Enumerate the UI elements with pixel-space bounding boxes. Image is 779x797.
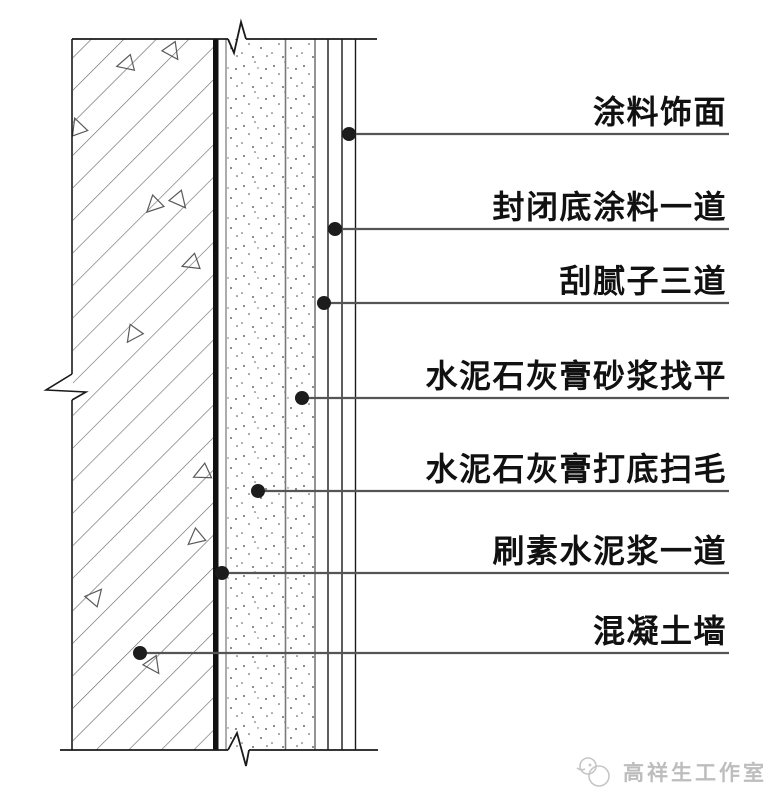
studio-logo-icon (576, 757, 610, 787)
label-cement-slurry: 刷素水泥浆一道 (492, 533, 727, 569)
studio-watermark: 高祥生工作室 (575, 755, 767, 789)
leader-dots (133, 127, 356, 660)
leader-lines (140, 132, 729, 655)
leader-dot (295, 391, 309, 405)
leader-dot (251, 484, 265, 498)
studio-watermark-text: 高祥生工作室 (623, 762, 767, 785)
label-putty-coats: 刮腻子三道 (559, 263, 727, 299)
wall-left-edge (43, 39, 89, 750)
layer-lines (213, 39, 357, 750)
leader-dot (328, 222, 342, 236)
label-concrete-wall: 混凝土墙 (592, 613, 727, 649)
bottom-edge (60, 730, 378, 767)
break-mark-bottom (227, 730, 250, 767)
leader-dot (133, 646, 147, 660)
break-mark-left (43, 373, 89, 401)
label-paint-finish: 涂料饰面 (592, 94, 727, 130)
label-base-roughening: 水泥石灰膏打底扫毛 (425, 451, 727, 487)
leader-dot (342, 127, 356, 141)
label-sealing-primer: 封闭底涂料一道 (492, 189, 727, 225)
wall-face-thick-line (213, 39, 219, 750)
label-mortar-leveling: 水泥石灰膏砂浆找平 (425, 358, 727, 394)
leader-dot (317, 296, 331, 310)
top-edge (72, 18, 377, 56)
concrete-wall-hatch (73, 39, 213, 750)
leader-dot (215, 566, 229, 580)
break-mark-top (227, 18, 247, 56)
